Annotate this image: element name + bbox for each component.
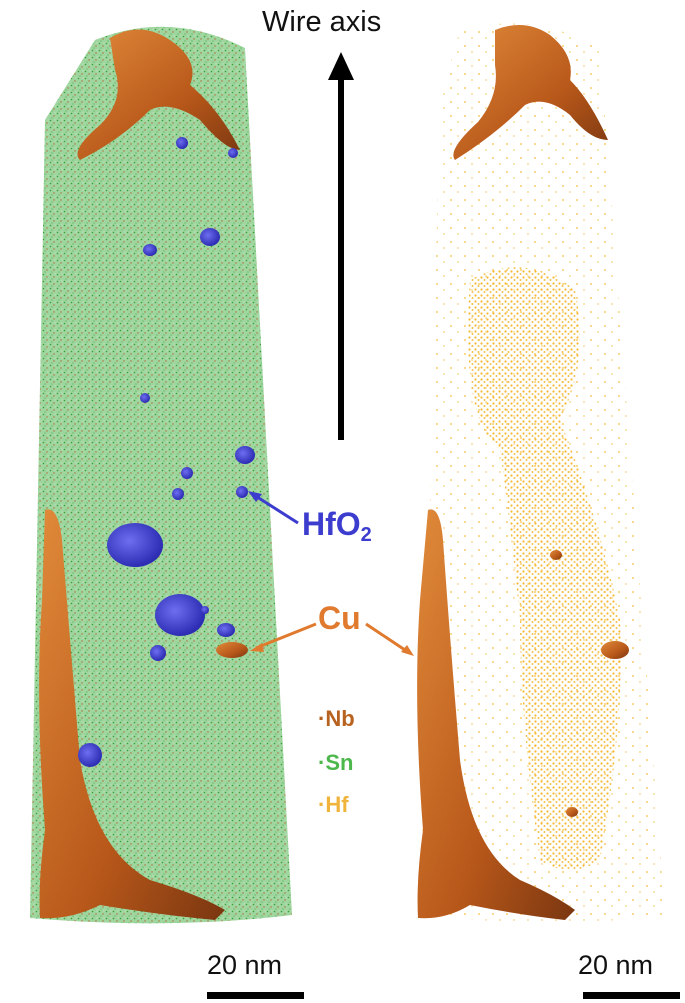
- cu-pointer-arrows: [250, 622, 414, 656]
- scale-bar-left: [207, 992, 304, 999]
- wire-axis-label: Wire axis: [262, 6, 382, 38]
- left-reconstruction: [30, 26, 292, 924]
- wire-axis-arrow: [328, 52, 354, 440]
- right-reconstruction: [417, 23, 665, 923]
- hfo2-pointer-arrow: [248, 491, 299, 525]
- legend-item-nb: ·Nb: [318, 706, 355, 731]
- cu-label: Cu: [318, 600, 361, 636]
- legend-item-hf: ·Hf: [318, 792, 349, 817]
- hfo2-label: HfO2: [302, 506, 372, 546]
- scale-bar-label-right: 20 nm: [578, 950, 654, 980]
- scale-bar-right: [583, 992, 680, 999]
- legend-item-sn: ·Sn: [318, 750, 354, 775]
- scale-bar-label-left: 20 nm: [207, 950, 283, 980]
